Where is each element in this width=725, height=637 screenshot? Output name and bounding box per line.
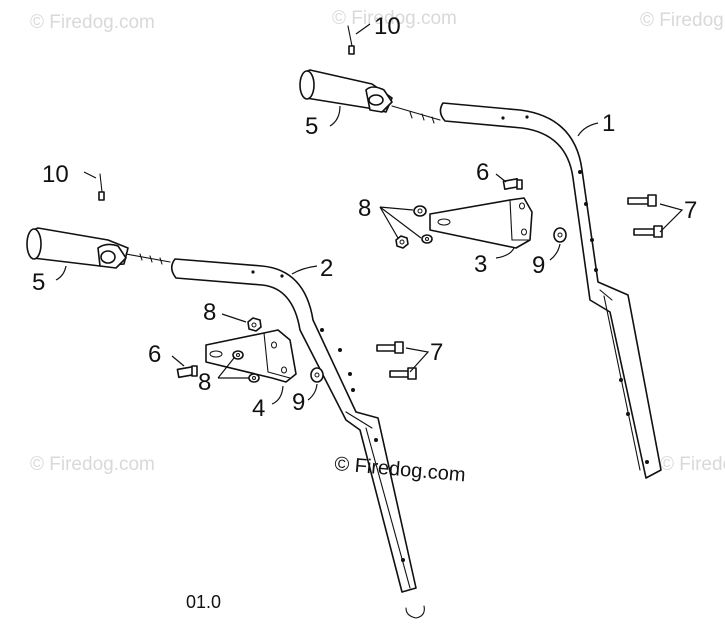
- hex-bolts-right: [627, 194, 663, 238]
- watermark-top-center: © Firedog.com: [332, 8, 457, 29]
- nuts-washers-right: [395, 205, 433, 249]
- callout-2: 2: [320, 255, 333, 282]
- callout-1: 1: [602, 110, 615, 137]
- mounting-bracket-left: [205, 329, 297, 383]
- handle-grip-top: [299, 69, 441, 124]
- callout-8-right: 8: [358, 195, 371, 222]
- callout-5-left: 5: [32, 269, 45, 296]
- washer-left: [310, 367, 324, 383]
- watermark-bottom-right: © Firedog.com: [660, 454, 725, 475]
- callout-8-left-bottom: 8: [198, 369, 211, 396]
- callout-6-left: 6: [148, 341, 161, 368]
- cable-pin-top: [347, 25, 355, 55]
- handle-tube-right: [439, 102, 662, 479]
- faint-watermarks: © Firedog.com © Firedog.com © Firedog.co…: [30, 8, 725, 475]
- carriage-bolt-right: [502, 178, 523, 190]
- callout-10-top: 10: [374, 13, 401, 40]
- carriage-bolt-left: [176, 365, 198, 379]
- leader-lines: [55, 23, 684, 405]
- cable-pin-left: [98, 173, 105, 201]
- watermark-center: © Firedog.com: [334, 453, 467, 486]
- washer-right: [553, 227, 567, 243]
- callout-3: 3: [474, 251, 487, 278]
- nuts-washers-left: [232, 317, 262, 383]
- callout-6-right: 6: [476, 159, 489, 186]
- handle-grip-left: [26, 227, 171, 269]
- watermark-bottom-left: © Firedog.com: [30, 454, 155, 475]
- callout-7-right: 7: [684, 197, 697, 224]
- callout-9-right: 9: [532, 252, 545, 279]
- mounting-bracket-right: [429, 197, 533, 249]
- hex-bolts-left: [376, 341, 417, 380]
- callout-numbers: 10 10 5 5 1 2 3 4 6 6 7 7 8 8 8 9 9: [32, 13, 697, 422]
- handle-tube-left: [170, 258, 425, 619]
- callout-8-left-top: 8: [203, 299, 216, 326]
- callout-5-top: 5: [305, 113, 318, 140]
- watermark-top-left: © Firedog.com: [30, 12, 155, 33]
- callout-9-left: 9: [292, 389, 305, 416]
- callout-4: 4: [252, 395, 265, 422]
- watermark-top-right: © Firedog.com: [640, 10, 725, 31]
- callout-7-left: 7: [430, 339, 443, 366]
- diagram-code: 01.0: [186, 592, 221, 612]
- callout-10-left: 10: [42, 161, 69, 188]
